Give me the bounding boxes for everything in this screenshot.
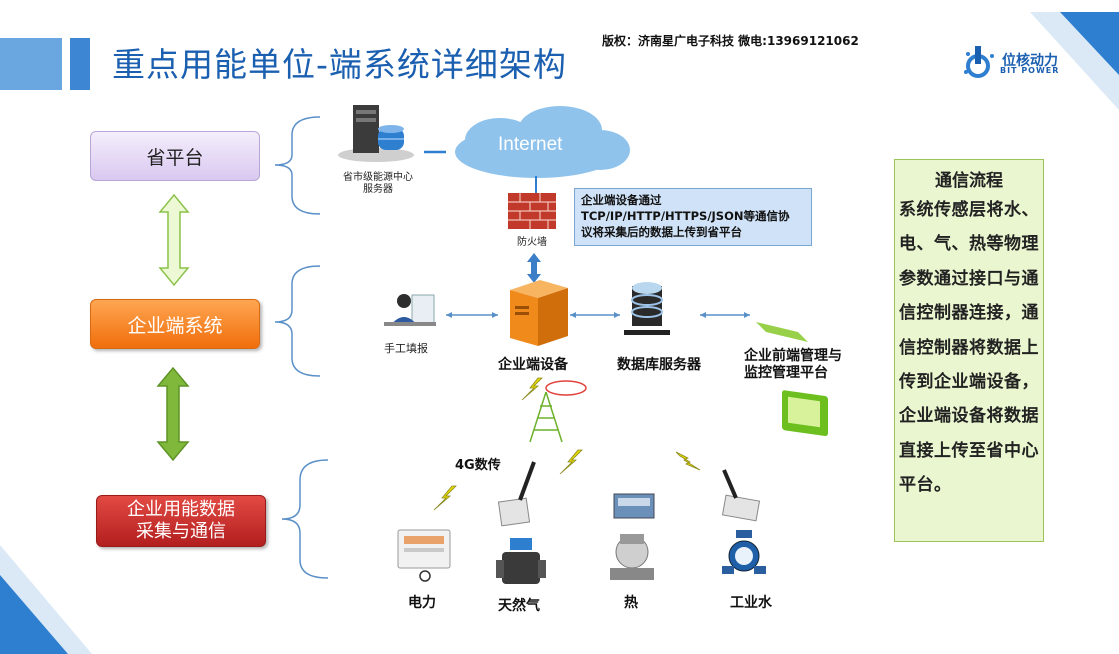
province-platform-box: 省平台 xyxy=(90,131,260,181)
manual-entry-label: 手工填报 xyxy=(384,342,428,355)
monitor-icon xyxy=(756,322,828,436)
communication-flow-panel: 通信流程 系统传感层将水、电、气、热等物理参数通过接口与通信控制器连接，通信控制… xyxy=(894,159,1044,542)
heat-label: 热 xyxy=(624,595,638,611)
logo-icon xyxy=(964,46,994,78)
firewall-label: 防火墙 xyxy=(517,237,547,248)
bracket-middle xyxy=(274,265,321,377)
firewall-icon xyxy=(508,193,556,229)
server-label: 省市级能源中心 服务器 xyxy=(343,172,413,195)
frontend-platform-label: 企业前端管理与 监控管理平台 xyxy=(744,348,842,381)
enterprise-system-box: 企业端系统 xyxy=(90,299,260,349)
double-arrow-lower-icon xyxy=(156,366,190,462)
database-server-label: 数据库服务器 xyxy=(617,357,701,373)
manual-entry-icon xyxy=(384,294,436,326)
4g-module-icon-2 xyxy=(721,469,761,522)
internet-label: Internet xyxy=(498,134,563,155)
gas-meter-icon xyxy=(496,538,546,584)
firewall-device-arrow-icon xyxy=(527,253,541,283)
water-meter-icon xyxy=(722,530,766,574)
gas-label: 天然气 xyxy=(498,598,540,614)
enterprise-device-label: 企业端设备 xyxy=(498,357,568,373)
power-label: 电力 xyxy=(408,595,436,611)
flow-title: 通信流程 xyxy=(935,171,1003,191)
flow-description: 系统传感层将水、电、气、热等物理参数通过接口与通信控制器连接，通信控制器将数据上… xyxy=(899,200,1039,496)
4g-module-icon xyxy=(497,461,536,527)
electric-meter-icon xyxy=(397,529,451,582)
data-collection-box: 企业用能数据 采集与通信 xyxy=(96,495,266,547)
heat-meter-icon xyxy=(610,493,655,580)
signal-cloud-icon xyxy=(545,380,587,396)
page-title: 重点用能单位-端系统详细架构 xyxy=(112,45,567,84)
lightning-icons xyxy=(433,377,701,511)
logo-subtitle: BIT POWER xyxy=(1000,66,1060,75)
protocol-info-box: 企业端设备通过 TCP/IP/HTTP/HTTPS/JSON等通信协 议将采集后… xyxy=(574,188,812,246)
bracket-bottom xyxy=(281,459,329,579)
copyright-text: 版权：济南星广电子科技 微电:13969121062 xyxy=(602,34,859,48)
4g-transmission-label: 4G数传 xyxy=(455,458,501,473)
internet-cloud-icon xyxy=(455,106,630,178)
server-icon xyxy=(338,105,414,162)
cell-tower-icon xyxy=(529,391,563,443)
double-arrow-upper-icon xyxy=(158,193,190,287)
bracket-top xyxy=(274,116,321,215)
water-label: 工业水 xyxy=(730,595,772,611)
database-server-icon xyxy=(624,282,670,335)
enterprise-device-icon xyxy=(510,280,568,346)
logo-name: 位核动力 xyxy=(1002,53,1058,69)
